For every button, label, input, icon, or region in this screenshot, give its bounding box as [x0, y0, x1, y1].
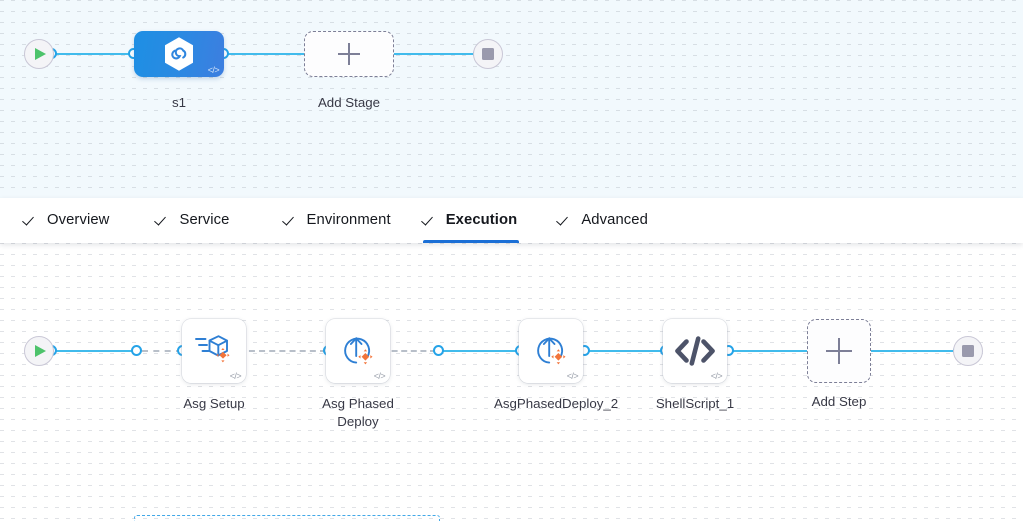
- stage-node-label: s1: [171, 95, 187, 110]
- stage-node-s1[interactable]: </>: [134, 31, 224, 77]
- check-icon: [423, 214, 437, 228]
- step-node-asgphaseddeploy-2[interactable]: </>: [519, 319, 583, 383]
- tab-environment[interactable]: Environment: [284, 198, 391, 243]
- step-code-badge: </>: [566, 371, 579, 381]
- execution-steps-canvas[interactable]: Canary Deployment: [0, 243, 1023, 521]
- stage-connector-end: [390, 53, 482, 55]
- step-connector-group-to-step3: [440, 350, 524, 352]
- play-icon: [35, 48, 46, 60]
- step-connector-dashed-2: [188, 350, 326, 352]
- pipeline-stage-canvas[interactable]: </> s1 Add Stage: [0, 0, 1023, 198]
- stage-connector-start: [52, 53, 138, 55]
- tab-label: Service: [179, 212, 230, 229]
- check-icon: [284, 214, 298, 228]
- step-label-asgphaseddeploy-2: AsgPhasedDeploy_2: [494, 396, 619, 411]
- add-stage-button[interactable]: [304, 31, 394, 77]
- deployment-hexagon-icon: [162, 36, 196, 72]
- step-connector-dashed-1: [142, 350, 182, 352]
- tab-label: Advanced: [581, 212, 648, 229]
- execution-end-node[interactable]: [953, 336, 983, 366]
- play-icon: [35, 345, 46, 357]
- plus-icon: [338, 43, 360, 65]
- tab-label: Environment: [306, 212, 391, 229]
- step-label-asg-phased-deploy: Asg Phased Deploy: [322, 396, 394, 429]
- tab-advanced[interactable]: Advanced: [558, 198, 648, 243]
- shell-script-icon: [672, 333, 718, 369]
- stage-connector-middle: [220, 53, 308, 55]
- tab-underline: [156, 240, 231, 243]
- stage-code-badge: </>: [207, 65, 220, 75]
- pipeline-start-node[interactable]: [24, 39, 54, 69]
- add-stage-label: Add Stage: [317, 95, 381, 110]
- step-label-shellscript-1: ShellScript_1: [655, 396, 735, 411]
- tab-underline: [284, 240, 393, 243]
- asg-phased-deploy-icon: [530, 331, 572, 371]
- step-node-asg-phased-deploy[interactable]: </>: [326, 319, 390, 383]
- check-icon: [156, 214, 170, 228]
- step-code-badge: </>: [710, 371, 723, 381]
- execution-start-node[interactable]: [24, 336, 54, 366]
- check-icon: [558, 214, 572, 228]
- tab-label: Execution: [445, 212, 518, 229]
- step-group-canary-deployment[interactable]: [134, 515, 440, 521]
- step-connector-step4-to-add: [730, 350, 810, 352]
- step-connector-dot-group-left[interactable]: [131, 345, 142, 356]
- tab-underline: [24, 240, 111, 243]
- stage-config-tabs: Overview Service Environment Execution A…: [0, 198, 1023, 243]
- step-node-asg-setup[interactable]: </>: [182, 319, 246, 383]
- tab-service[interactable]: Service: [156, 198, 229, 243]
- step-label-asg-setup: Asg Setup: [183, 396, 245, 411]
- add-step-button[interactable]: [807, 319, 871, 383]
- stop-icon: [962, 345, 974, 357]
- asg-phased-deploy-icon: [337, 331, 379, 371]
- step-connector-add-to-end: [869, 350, 955, 352]
- step-code-badge: </>: [229, 371, 242, 381]
- tab-label: Overview: [47, 212, 110, 229]
- check-icon: [24, 214, 38, 228]
- canvas-grid-background: [0, 243, 1023, 521]
- asg-setup-icon: [192, 331, 236, 371]
- tab-overview[interactable]: Overview: [24, 198, 109, 243]
- plus-icon: [826, 338, 852, 364]
- step-connector-start: [52, 350, 138, 352]
- step-node-shellscript-1[interactable]: </>: [663, 319, 727, 383]
- pipeline-end-node[interactable]: [473, 39, 503, 69]
- step-connector-step3-to-step4: [586, 350, 668, 352]
- add-step-label: Add Step: [811, 394, 867, 409]
- tab-underline: [558, 240, 650, 243]
- step-connector-dot-group-right[interactable]: [433, 345, 444, 356]
- tab-underline-active: [422, 240, 520, 243]
- stop-icon: [482, 48, 494, 60]
- step-code-badge: </>: [373, 371, 386, 381]
- tab-execution[interactable]: Execution: [422, 198, 520, 243]
